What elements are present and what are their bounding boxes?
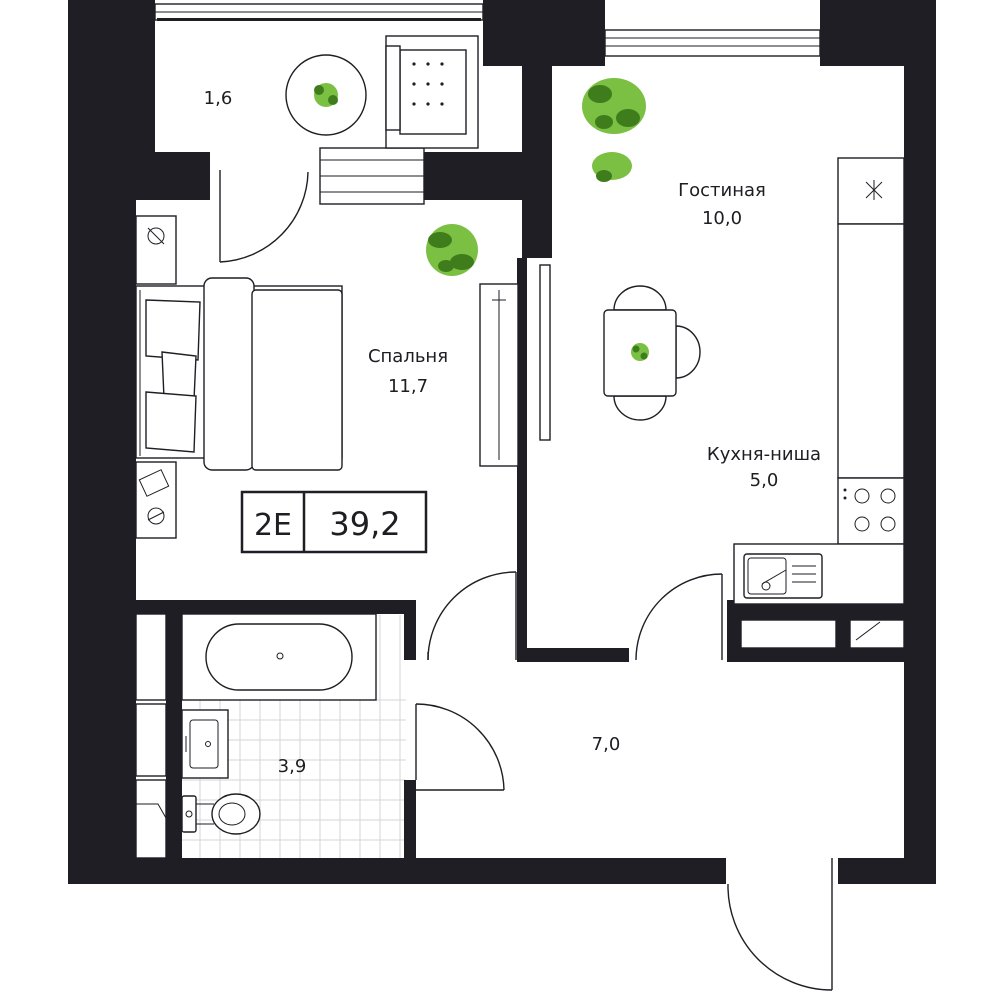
bathtub-icon xyxy=(181,613,377,701)
wall-bath-left xyxy=(166,600,182,858)
bedroom-name: Спальня xyxy=(368,346,448,367)
storage-niches xyxy=(135,613,167,859)
plant-icon xyxy=(582,78,646,182)
room-labels: 1,6 Спальня 11,7 Гостиная 10,0 Кухня-ниш… xyxy=(204,88,821,777)
kitchen-name: Кухня-ниша xyxy=(707,444,821,465)
wall-kitchen-mid xyxy=(836,604,850,662)
apartment-badge: 2Е 39,2 xyxy=(240,490,428,554)
kitchen-area: 5,0 xyxy=(750,470,779,491)
wall-bath-right-lower xyxy=(404,780,416,858)
wall-partition-upper xyxy=(522,0,552,258)
plant-icon xyxy=(314,83,338,107)
wall-right-top xyxy=(820,0,936,66)
window-living xyxy=(604,29,821,57)
living-name: Гостиная xyxy=(678,180,766,201)
sink-icon xyxy=(743,553,823,599)
toilet-icon xyxy=(181,793,261,835)
bathroom-area: 3,9 xyxy=(278,756,307,777)
built-in-cabinet xyxy=(740,619,905,649)
washbasin-icon xyxy=(181,709,229,779)
balcony-area: 1,6 xyxy=(204,88,233,109)
bedroom-area: 11,7 xyxy=(388,376,428,397)
hall-area: 7,0 xyxy=(592,734,621,755)
wall-partition-lower xyxy=(517,258,527,660)
wall-kitchen-bottom xyxy=(727,604,907,620)
dining-table-icon xyxy=(603,285,701,421)
wall-bath-right-upper xyxy=(404,600,416,660)
wall-bath-top xyxy=(136,600,414,614)
doors xyxy=(219,170,833,991)
armchair-icon xyxy=(385,35,479,149)
wardrobe-icon xyxy=(479,283,519,467)
wall-living-bottom-left xyxy=(517,648,629,662)
plant-icon xyxy=(426,224,478,276)
wall-living-bottom-right xyxy=(727,648,907,662)
nightstand-top xyxy=(135,215,177,285)
living-furniture xyxy=(582,78,905,649)
wall-balcony-bottom-right xyxy=(424,152,552,200)
kitchen-counter xyxy=(733,157,905,605)
balcony-furniture xyxy=(285,35,479,149)
wall-bottom-left xyxy=(68,858,726,884)
windows xyxy=(154,3,821,205)
apartment-type: 2Е xyxy=(254,508,292,543)
living-area: 10,0 xyxy=(702,208,742,229)
total-area: 39,2 xyxy=(329,505,400,543)
bedroom-furniture xyxy=(135,215,519,539)
bed-icon xyxy=(135,277,343,471)
bathroom-furniture xyxy=(135,613,377,859)
cooktop-icon xyxy=(837,477,905,545)
extractor-icon xyxy=(865,180,883,200)
wall-balcony-bottom-left xyxy=(136,152,210,200)
walls xyxy=(68,0,936,884)
nightstand-bottom xyxy=(135,461,177,539)
wall-right-outer xyxy=(904,0,936,884)
